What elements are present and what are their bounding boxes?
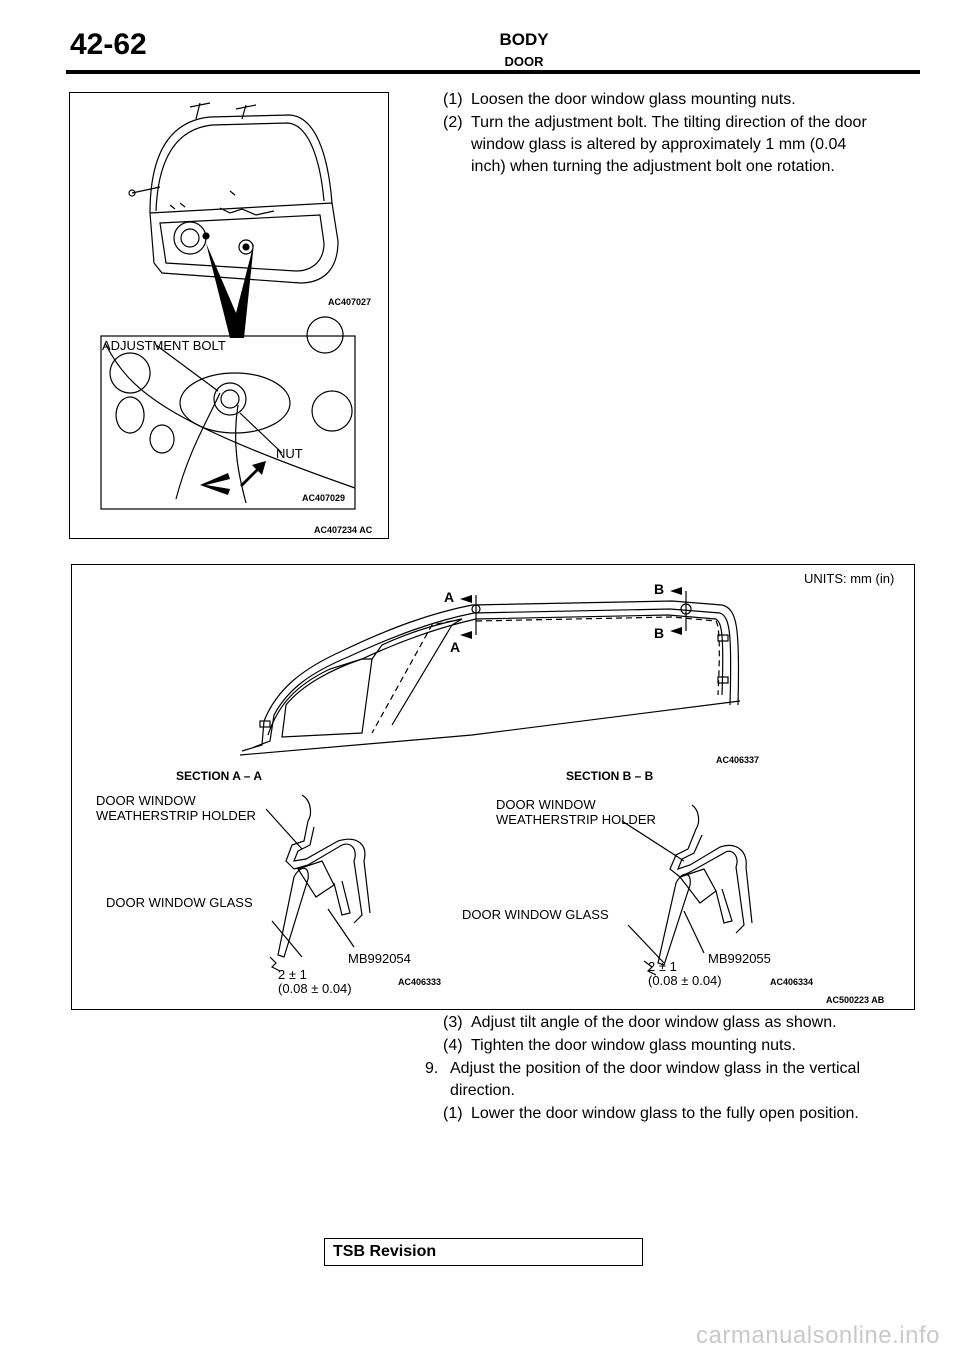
figure-2-code: AC500223 AB	[826, 995, 885, 1005]
code-door: AC406337	[716, 755, 760, 765]
header-rule	[66, 70, 920, 74]
step-9-cont: direction.	[450, 1082, 515, 1099]
step-9-num: 9.	[425, 1060, 439, 1077]
code-section-a: AC406333	[398, 977, 442, 987]
step-3-text: Adjust tilt angle of the door window gla…	[471, 1014, 837, 1031]
step-2-cont-2: inch) when turning the adjustment bolt o…	[471, 158, 835, 175]
subsection-title: DOOR	[504, 54, 544, 69]
tsb-revision-box: TSB Revision	[324, 1238, 643, 1266]
dim-b-1: 2 ± 1	[648, 959, 677, 974]
step-3-num: (3)	[443, 1014, 463, 1031]
step-2-cont-1: window glass is altered by approximately…	[471, 136, 847, 153]
holder-label-a-1: DOOR WINDOW	[96, 793, 196, 808]
dim-a-1: 2 ± 1	[278, 967, 307, 982]
glass-label-b: DOOR WINDOW GLASS	[462, 907, 609, 922]
dim-a-2: (0.08 ± 0.04)	[278, 981, 352, 996]
tool-label-b: MB992055	[708, 951, 771, 966]
marker-a-top: A	[444, 589, 455, 605]
page-number: 42-62	[70, 28, 147, 61]
section-a-title: SECTION A – A	[176, 769, 263, 783]
holder-label-b-1: DOOR WINDOW	[496, 797, 596, 812]
figure-code-top: AC407027	[328, 297, 372, 307]
marker-b-top: B	[654, 581, 665, 597]
label-adjustment-bolt: ADJUSTMENT BOLT	[102, 338, 226, 353]
marker-b-bottom: B	[654, 625, 665, 641]
step-1-text: Loosen the door window glass mounting nu…	[471, 91, 796, 108]
section-title: BODY	[499, 30, 549, 49]
step-9-1-num: (1)	[443, 1105, 463, 1122]
marker-a-bottom: A	[450, 639, 461, 655]
door-panel-illustration	[100, 102, 356, 510]
step-4-text: Tighten the door window glass mounting n…	[471, 1037, 796, 1054]
step-2-text: Turn the adjustment bolt. The tilting di…	[471, 114, 867, 131]
step-4-num: (4)	[443, 1037, 463, 1054]
door-sash-illustration	[239, 587, 753, 976]
watermark-site: carmanualsonline.info	[696, 1322, 940, 1349]
holder-label-b-2: WEATHERSTRIP HOLDER	[496, 812, 656, 827]
holder-label-a-2: WEATHERSTRIP HOLDER	[96, 808, 256, 823]
glass-label-a: DOOR WINDOW GLASS	[106, 895, 253, 910]
label-nut: NUT	[276, 446, 303, 461]
section-b-title: SECTION B – B	[566, 769, 654, 783]
figure-adjustment-bolt: ADJUSTMENT BOLT NUT AC407027 AC407029 AC…	[69, 92, 389, 539]
dim-b-2: (0.08 ± 0.04)	[648, 973, 722, 988]
step-2-num: (2)	[443, 114, 463, 131]
step-9-text: Adjust the position of the door window g…	[450, 1060, 861, 1077]
units-label: UNITS: mm (in)	[804, 571, 895, 586]
step-9-1-text: Lower the door window glass to the fully…	[471, 1105, 859, 1122]
step-1-num: (1)	[443, 91, 463, 108]
figure-glass-tilt: UNITS: mm (in) A A B B AC406337 SECTION …	[71, 564, 915, 1010]
figure-code-inset: AC407029	[302, 493, 346, 503]
figure-code: AC407234 AC	[314, 525, 373, 535]
tool-label-a: MB992054	[348, 951, 411, 966]
code-section-b: AC406334	[770, 977, 814, 987]
